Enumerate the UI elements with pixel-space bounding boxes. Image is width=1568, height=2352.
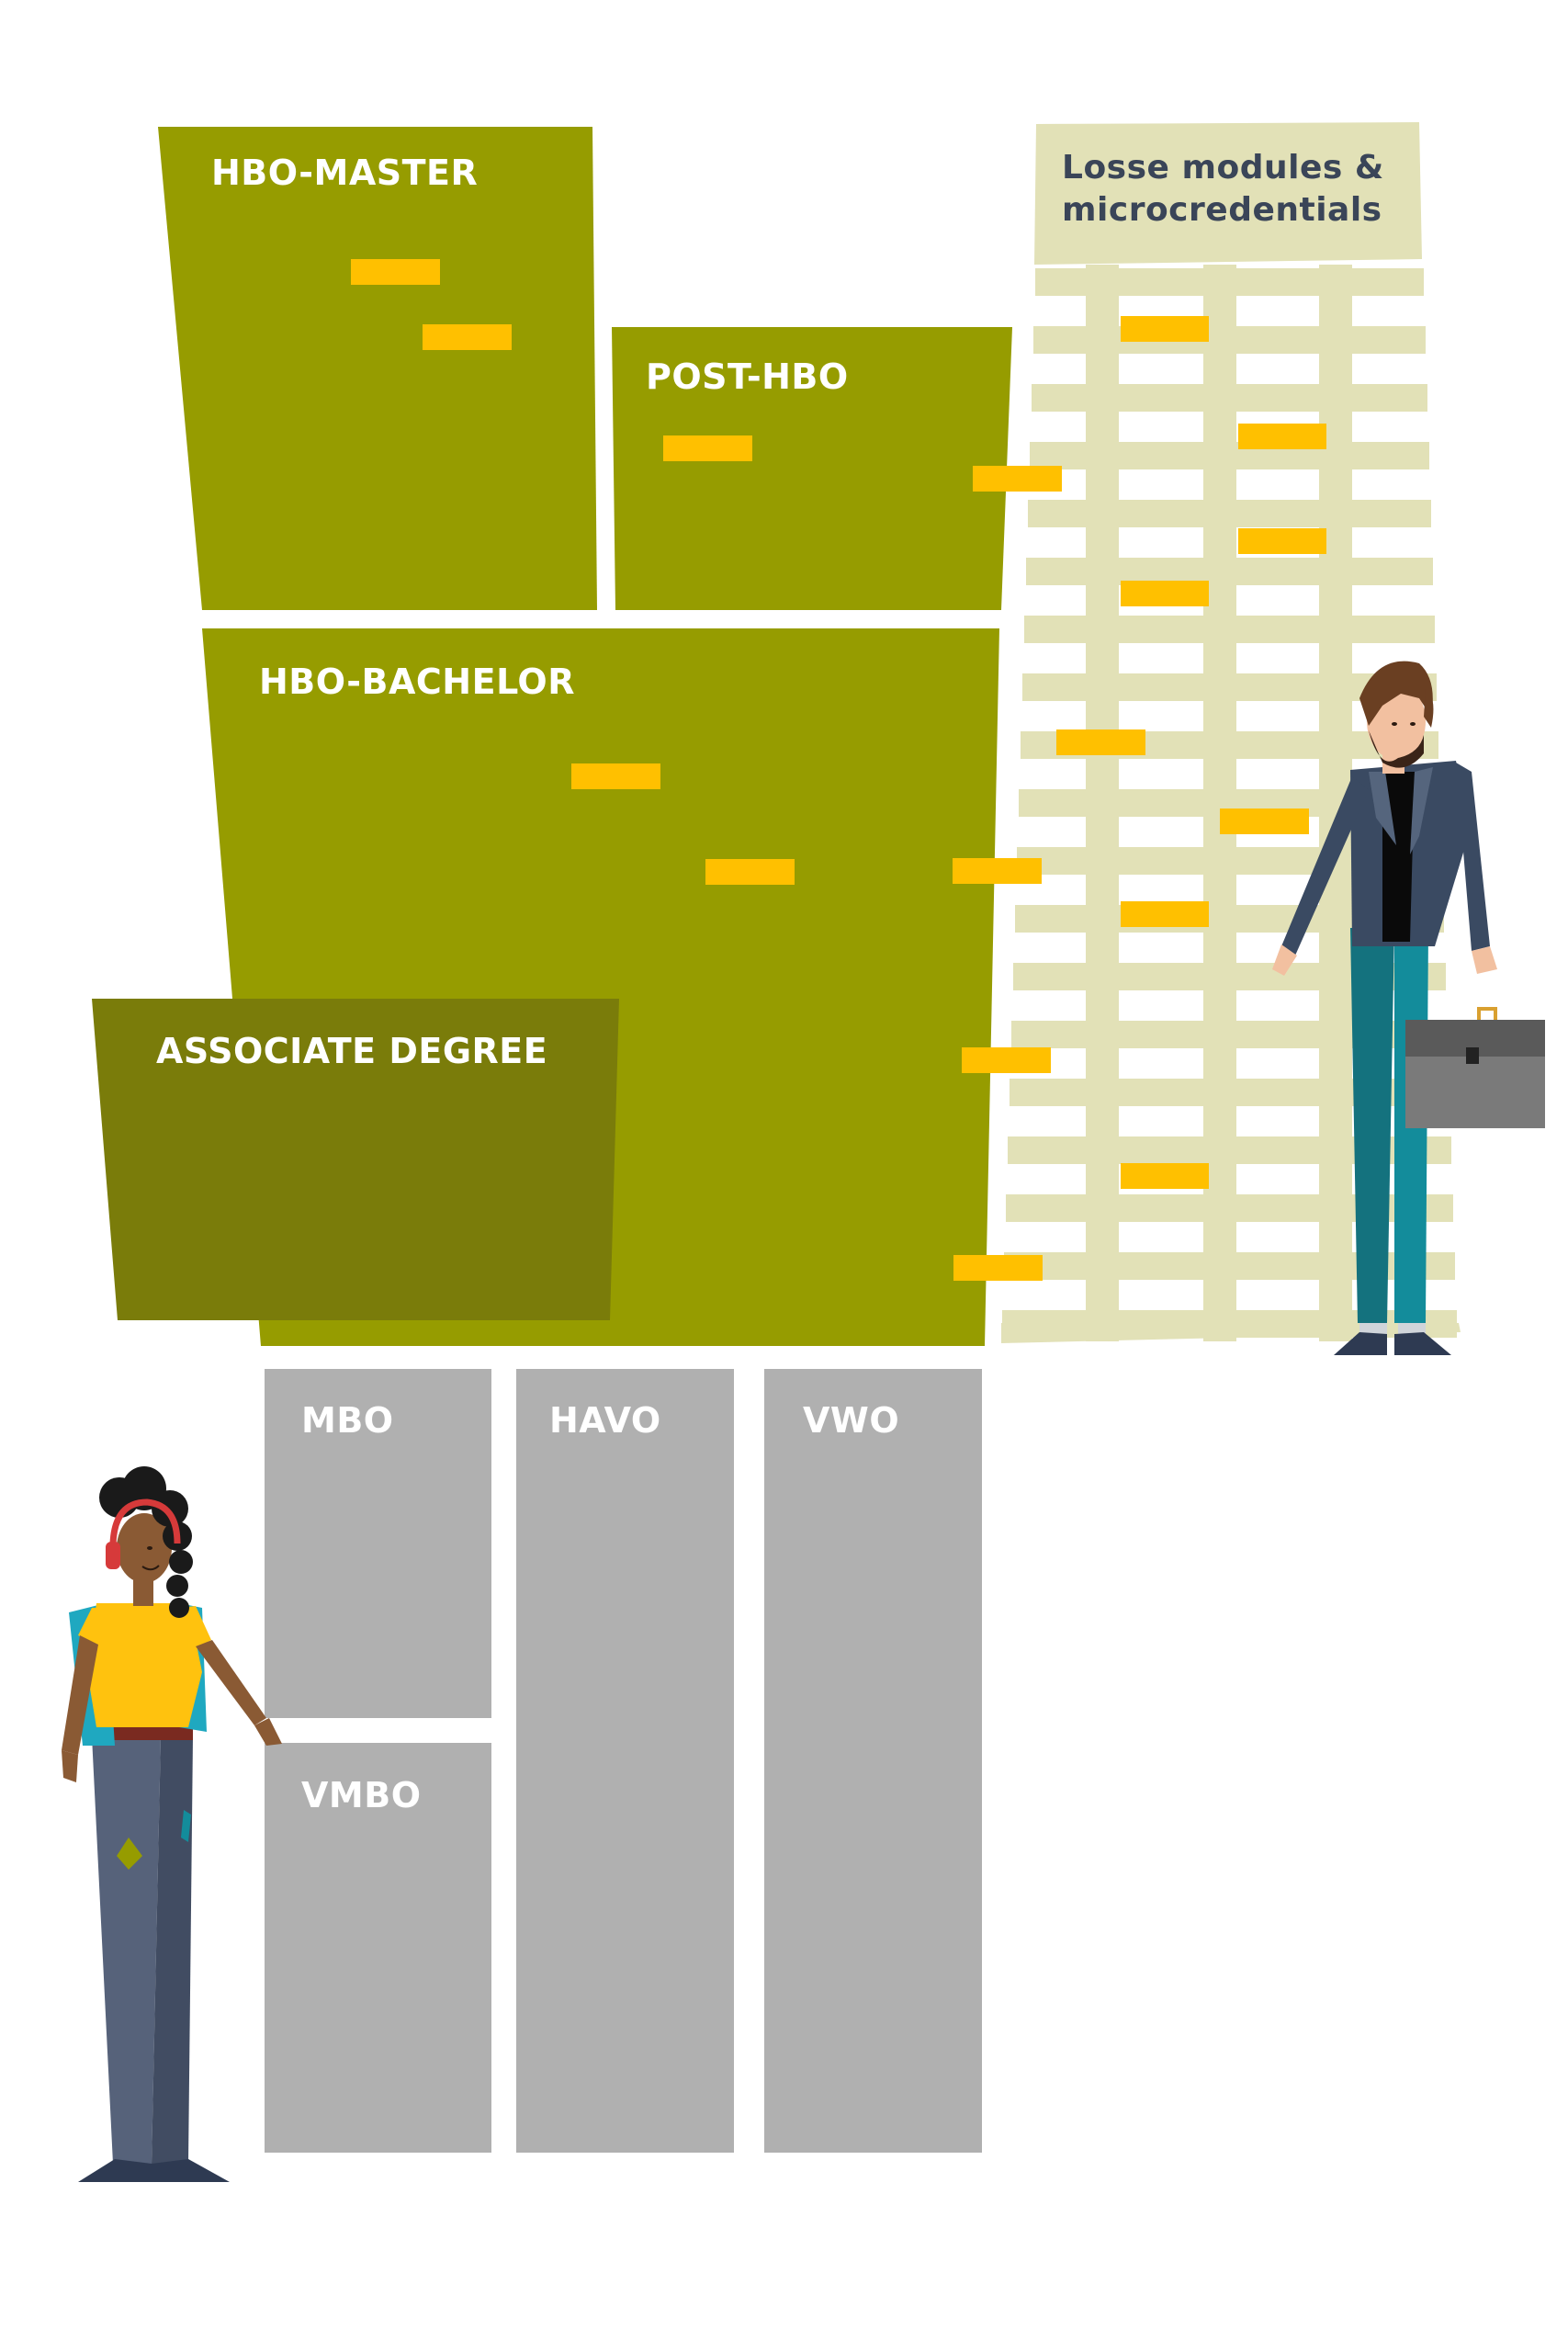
credit-marker	[1121, 581, 1209, 606]
credit-markers	[351, 259, 1326, 1281]
woman-with-headphones-icon	[62, 1466, 282, 2182]
credit-marker	[1121, 1163, 1209, 1189]
vmbo-block	[265, 1743, 491, 2153]
losse-modules-label: Losse modules & microcredentials	[1062, 147, 1384, 232]
losse-modules-header	[1034, 122, 1422, 265]
credit-marker	[962, 1047, 1051, 1073]
credit-marker	[351, 259, 440, 285]
hbo-master-label: HBO-MASTER	[211, 153, 479, 193]
losse-modules-label-line1: Losse modules &	[1062, 149, 1384, 187]
credit-marker	[953, 1255, 1043, 1281]
credit-marker	[1121, 316, 1209, 342]
credit-marker	[953, 858, 1042, 884]
credit-marker	[1238, 424, 1326, 449]
associate-degree-label: ASSOCIATE DEGREE	[156, 1031, 548, 1071]
credit-marker	[705, 859, 795, 885]
credit-marker	[1238, 528, 1326, 554]
hbo-bachelor-label: HBO-BACHELOR	[259, 662, 575, 702]
losse-modules-label-line2: microcredentials	[1062, 191, 1382, 229]
losse-modules-ladder	[1001, 122, 1461, 1343]
vwo-label: VWO	[803, 1400, 900, 1441]
associate-degree-block	[92, 999, 619, 1320]
vmbo-label: VMBO	[301, 1775, 422, 1815]
vwo-block	[764, 1369, 982, 2153]
hbo-master-block	[158, 127, 597, 610]
credit-marker	[1056, 729, 1145, 755]
credit-marker	[1121, 901, 1209, 927]
mbo-block	[265, 1369, 491, 1718]
credit-marker	[973, 466, 1062, 492]
havo-label: HAVO	[549, 1400, 661, 1441]
credit-marker	[571, 763, 660, 789]
post-hbo-label: POST-HBO	[646, 356, 849, 397]
credit-marker	[1220, 808, 1309, 834]
credit-marker	[663, 435, 752, 461]
havo-block	[516, 1369, 734, 2153]
man-with-briefcase-icon	[1272, 661, 1545, 1355]
module-base	[1001, 1323, 1461, 1343]
post-hbo-block	[612, 327, 1012, 610]
mbo-label: MBO	[301, 1400, 394, 1441]
credit-marker	[423, 324, 512, 350]
